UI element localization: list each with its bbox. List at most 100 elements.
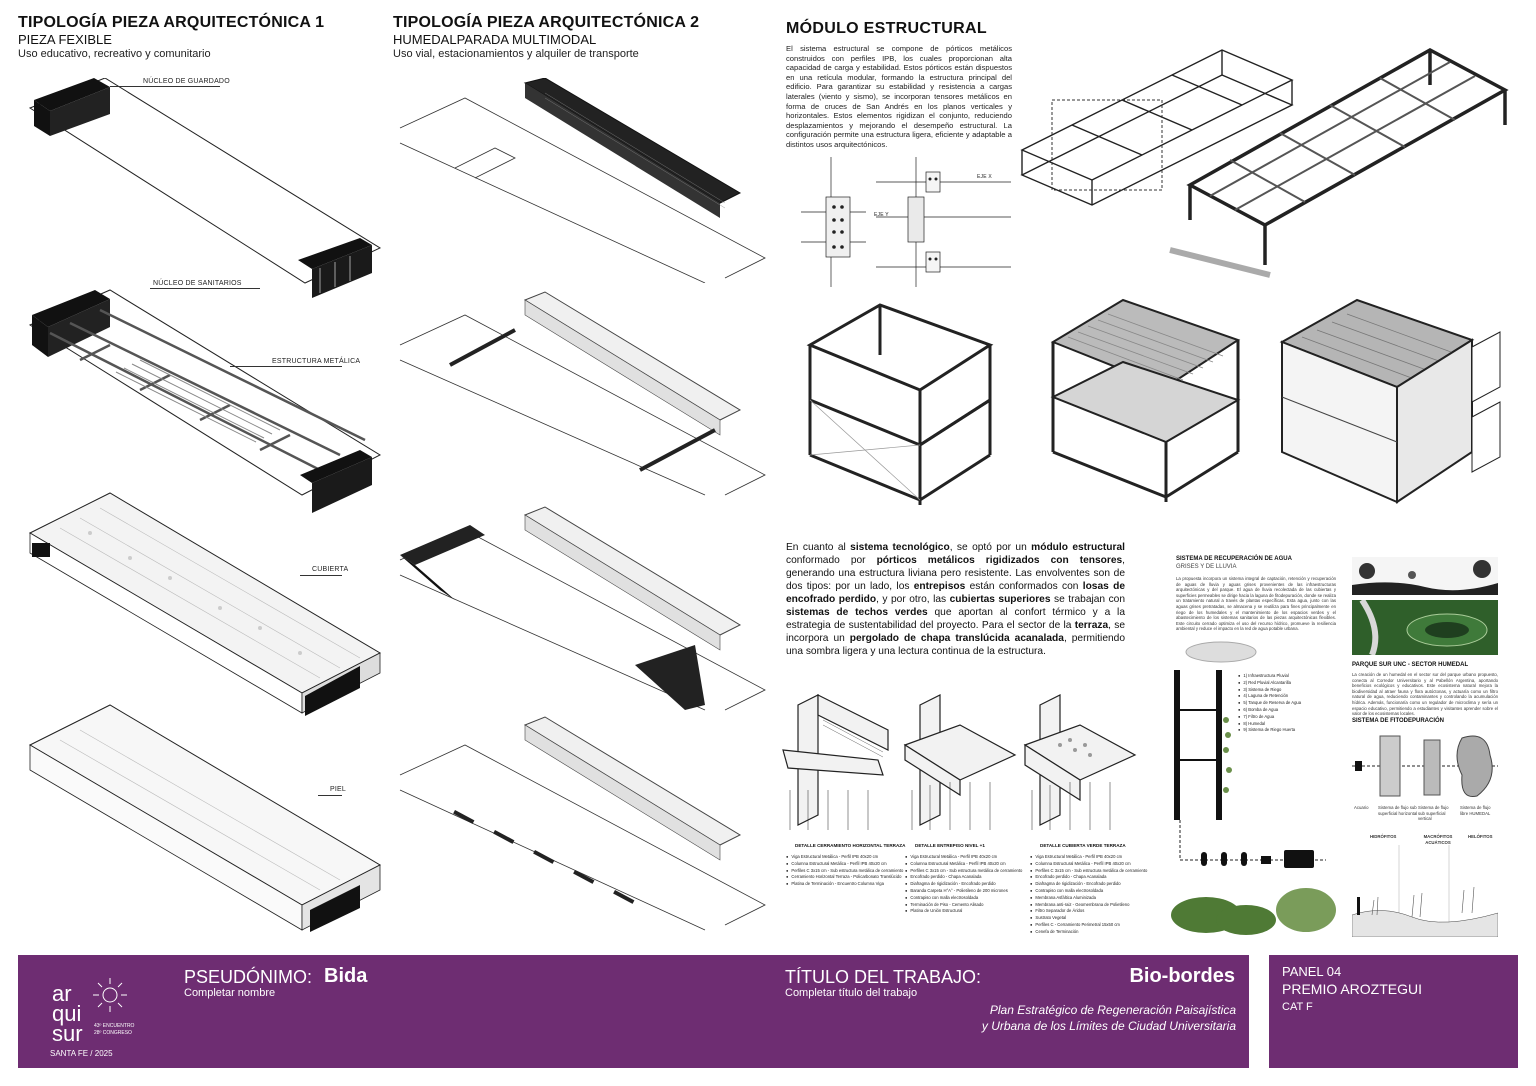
- detail-item: Encofrado perdido - Chapa Acanalada: [1030, 874, 1147, 881]
- col2-title: TIPOLOGÍA PIEZA ARQUITECTÓNICA 2: [393, 14, 700, 31]
- detail-item: Filtro Separador de Áridos: [1030, 908, 1147, 915]
- axo-cubierta: [20, 488, 390, 718]
- agua-title: SISTEMA DE RECUPERACIÓN DE AGUA: [1176, 556, 1292, 562]
- pseudonimo-label: PSEUDÓNIMO:: [184, 967, 313, 987]
- detail-title-terraza: DETALLE CERRAMIENTO HORIZONTAL TERRAZA: [795, 843, 906, 848]
- parque-text: La creación de un humedal en el sector s…: [1352, 672, 1498, 717]
- pseudonimo-value: Bida: [324, 965, 368, 987]
- legend-item: 2) Red Pluvial Alcantarilla: [1238, 680, 1301, 687]
- category: CAT F: [1282, 1001, 1313, 1013]
- titulo-label: TÍTULO DEL TRABAJO:: [785, 967, 982, 987]
- detail-drawing-cubierta: [1020, 690, 1140, 835]
- detail-item: Columna Estructural Metálica - Perfil IP…: [786, 861, 903, 868]
- col2-subtitle: HUMEDALPARADA MULTIMODAL: [393, 32, 597, 47]
- fito-label: Sistema de flujo sub superficial vertica…: [1418, 805, 1449, 822]
- fito-label: Sistema de flujo libre HUMEDAL: [1460, 805, 1491, 816]
- axo-nucleos: [20, 78, 390, 298]
- humedal-section: [1352, 845, 1498, 937]
- logo-text: qui: [52, 1001, 82, 1026]
- detail-item: Cenefa de Terminación: [1030, 929, 1147, 936]
- legend-item: 1) Infraestructura Pluvial: [1238, 673, 1301, 680]
- leader-line: [110, 86, 220, 87]
- leader-line: [300, 575, 342, 576]
- zone-helofitos: HELÓFITOS: [1468, 834, 1493, 839]
- detail-item: Membrana anti-raiz - Geomembrana de Poli…: [1030, 902, 1147, 909]
- detail-item: Viga Estructural Metálica - Perfil IPB 4…: [1030, 854, 1147, 861]
- sun-icon: [93, 978, 127, 1012]
- logo-edition: 43º ENCUENTRO: [94, 1023, 135, 1029]
- detail-item: Platina de Terminación - Encuentro Colum…: [786, 881, 903, 888]
- detail-item: Diafragma de rigidización - Encofrado pe…: [905, 881, 1022, 888]
- axo-piel: [20, 700, 390, 940]
- detail-item: Perfiles C 3x15 cm - Sub estructura metá…: [905, 868, 1022, 875]
- modulo-text: El sistema estructural se compone de pór…: [786, 44, 1012, 149]
- detail-item: Columna Estructural Metálica - Perfil IP…: [905, 861, 1022, 868]
- detail-item: Viga Estructural Metálica - Perfil IPB 4…: [786, 854, 903, 861]
- detail-item: Platina de Unión Estructural: [905, 908, 1022, 915]
- col1-title: TIPOLOGÍA PIEZA ARQUITECTÓNICA 1: [18, 14, 325, 31]
- module-render-2: [1033, 292, 1255, 517]
- axo-modulo-large: [1150, 20, 1520, 280]
- fito-title: SISTEMA DE FITODEPURACIÓN: [1352, 718, 1445, 724]
- detail-item: Perfiles C 3x15 cm - Sub estructura metá…: [786, 868, 903, 875]
- label-cubierta: CUBIERTA: [312, 566, 349, 573]
- label-piel: PIEL: [330, 786, 346, 793]
- titulo-value: Bio-bordes: [1129, 965, 1235, 987]
- panel-number: PANEL 04: [1282, 964, 1342, 979]
- parque-title: PARQUE SUR UNC - SECTOR HUMEDAL: [1352, 662, 1469, 668]
- logo-city: SANTA FE / 2025: [50, 1049, 113, 1058]
- park-plan-image: [1352, 600, 1498, 655]
- axo-parada-1: [395, 78, 770, 283]
- detail-drawing-entrepiso: [900, 690, 1020, 835]
- fito-label: Acuario: [1354, 805, 1369, 810]
- module-render-1: [790, 295, 1010, 515]
- detail-item: Baranda Carpeta H°A° - Polietileno de 20…: [905, 888, 1022, 895]
- detail-item: Perfiles C - Cerramiento Perimetral 15x5…: [1030, 922, 1147, 929]
- axo-modulo-small: [1012, 40, 1297, 215]
- detail-item: Contrapiso con malla electrosoldada: [905, 895, 1022, 902]
- pseudonimo-hint: Completar nombre: [184, 987, 276, 999]
- axo-parada-2: [395, 290, 770, 500]
- logo-text: ar: [52, 981, 72, 1006]
- detail-item: Sustrato Vegetal: [1030, 915, 1147, 922]
- legend-item: 7) Filtro de Agua: [1238, 714, 1301, 721]
- axis-label-y: EJE Y: [874, 212, 889, 218]
- detail-item: Perfiles C 3x15 cm - Sub estructura metá…: [1030, 868, 1147, 875]
- col1-use: Uso educativo, recreativo y comunitario: [18, 48, 211, 60]
- detail-item: Encofrado perdido - Chapa Acanalada: [905, 874, 1022, 881]
- zone-hidrofitos: HIDRÓFITOS: [1370, 834, 1397, 839]
- detail-item: Cerramiento Horizontal Terraza - Policar…: [786, 874, 903, 881]
- agua-section-drawing: [1166, 640, 1341, 940]
- legend-item: 5) Tanque de Reserva de Agua: [1238, 700, 1301, 707]
- col2-header: TIPOLOGÍA PIEZA ARQUITECTÓNICA 2 HUMEDAL…: [393, 14, 773, 61]
- titulo-description-2: y Urbana de los Límites de Ciudad Univer…: [981, 1019, 1236, 1033]
- col1-subtitle: PIEZA FEXIBLE: [18, 32, 112, 47]
- titulo-description-1: Plan Estratégico de Regeneración Paisají…: [989, 1003, 1236, 1017]
- titulo-hint: Completar título del trabajo: [785, 987, 918, 999]
- modulo-title: MÓDULO ESTRUCTURAL: [786, 20, 987, 37]
- detail-item: Membrana Asfáltica Aluminizada: [1030, 895, 1147, 902]
- leader-line: [318, 795, 342, 796]
- legend-item: 8) Humedal: [1238, 721, 1301, 728]
- axo-parada-4: [395, 715, 770, 935]
- agua-text: La propuesta incorpora un sistema integr…: [1176, 576, 1336, 632]
- agua-subtitle: GRISES Y DE LLUVIA: [1176, 564, 1237, 570]
- axis-label-x: EJE X: [977, 174, 992, 180]
- leader-line: [230, 366, 342, 367]
- zone-macrofitos: MACRÓFITOS ACUÁTICOS: [1423, 834, 1453, 845]
- legend-item: 9) Sistema de Riego Huerta: [1238, 727, 1301, 734]
- footer-divider: [1249, 955, 1269, 1068]
- agua-legend: 1) Infraestructura Pluvial 2) Red Pluvia…: [1238, 673, 1301, 734]
- legend-item: 4) Laguna de Retención: [1238, 693, 1301, 700]
- label-nucleo-sanitarios: NÚCLEO DE SANITARIOS: [153, 280, 242, 287]
- logo-text: sur: [52, 1021, 83, 1046]
- axo-estructura: [20, 285, 390, 515]
- tecnologico-text: En cuanto al sistema tecnológico, se opt…: [786, 542, 1126, 657]
- legend-item: 6) Bomba de Agua: [1238, 707, 1301, 714]
- detail-list-cubierta: Viga Estructural Metálica - Perfil IPB 4…: [1030, 854, 1147, 936]
- col2-use: Uso vial, estacionamientos y alquiler de…: [393, 48, 639, 60]
- legend-item: 3) Sistema de Riego: [1238, 687, 1301, 694]
- detail-item: Terminación de Piso - Cemento Alisado: [905, 902, 1022, 909]
- detail-item: Columna Estructural Metálica - Perfil IP…: [1030, 861, 1147, 868]
- fito-diagram: [1352, 730, 1498, 802]
